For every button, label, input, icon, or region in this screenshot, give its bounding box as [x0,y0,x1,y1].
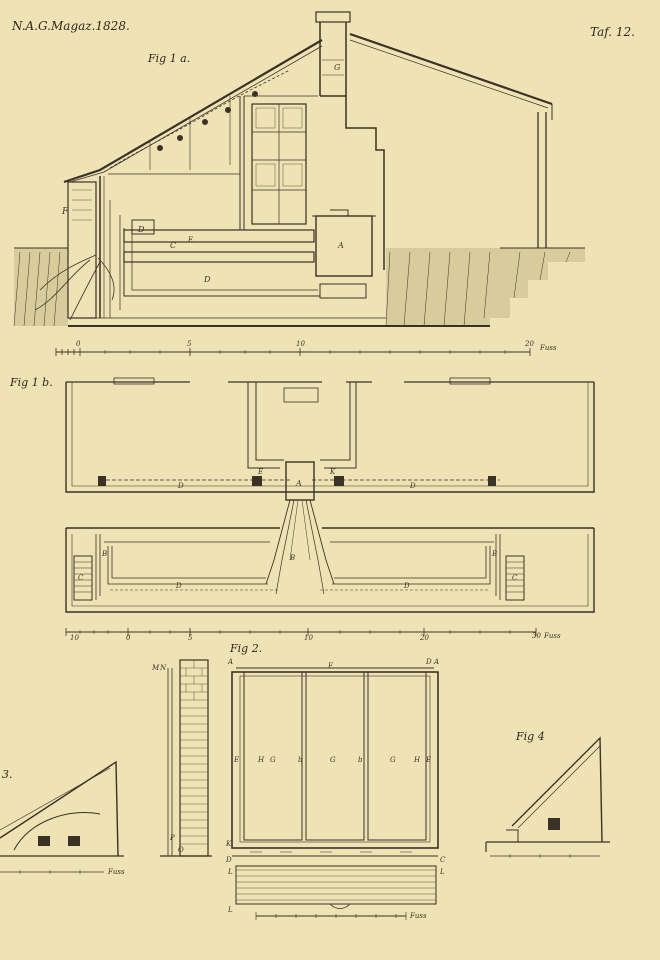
fig1b-label-b3: B [491,550,497,558]
figure-3-title: 3. [2,768,13,781]
scale2-tick-e: 20 [419,634,429,642]
scale-bar-2: 10 0 5 10 20 30 Fuss [65,628,561,642]
figure-4-section: Fig 4 [485,730,610,858]
fig2-label-b1: b [298,756,303,764]
fig2-label-b2: b [358,756,363,764]
scale2-tick-c: 5 [188,634,193,642]
fig2-label-g1: G [270,756,276,764]
fig2-label-p: P [169,834,175,842]
fig1a-label-a: A [337,241,344,250]
fig2-label-h2: H [413,756,421,764]
scale2-tick-f: 30 [532,632,541,640]
scale-bar-1: 0 5 10 20 Fuss [55,340,557,356]
fig1b-label-c2: C [512,574,518,582]
scale3-unit: Fuss [409,912,427,920]
scale1-tick-20: 20 [524,340,534,348]
fig1b-label-b2: B [289,554,295,562]
fig2-label-l3: L [227,906,233,914]
fig1a-label-d2: D [203,275,211,284]
scale2-tick-b: 0 [126,634,131,642]
fig1a-label-c: C [170,241,176,250]
figure-3-section: 3. Fuss [0,760,125,876]
fig2-label-e1: E [233,756,239,764]
fig2-label-a1: A [227,658,233,666]
figure-2-frames: Fig 2. M N A P O F D A E H G b G b G H E… [151,642,446,914]
scale2-tick-d: 10 [304,634,313,642]
fig2-label-d2: D [225,856,232,864]
figure-1a-title: Fig 1 a. [147,52,190,65]
figure-2-title: Fig 2. [229,642,262,655]
fig1a-label-g: G [334,63,341,72]
fig2-label-m: M [151,664,160,672]
journal-title: N.A.G.Magaz.1828. [11,19,130,33]
scale2-unit: Fuss [543,632,561,640]
scale1-unit: Fuss [539,344,557,352]
fig1b-label-d1: D [177,482,184,490]
fig1b-label-e: E [257,468,263,476]
fig1b-label-b1: B [101,550,107,558]
fig2-label-c: C [440,856,446,864]
scale1-tick-0: 0 [76,340,81,348]
fig2-label-g3: G [390,756,396,764]
fig2-label-f: F [327,662,334,670]
fig2-label-l2: L [439,868,445,876]
fig2-label-n: N [159,664,167,672]
figure-1b-plan: Fig 1 b. A E K D D [9,376,595,613]
fig2-label-e2: E [425,756,431,764]
fig1b-label-d4: D [403,582,410,590]
fig1a-label-d1: D [137,225,145,234]
fig1b-label-d3: D [175,582,182,590]
fig2-label-o: O [178,846,184,854]
fig1b-label-k: K [329,468,336,476]
plate-number: Taf. 12. [590,25,635,39]
fig2-label-l1: L [227,868,233,876]
fig2-label-h1: H [257,756,265,764]
fig2-label-d1: D [425,658,432,666]
fig1b-label-a: A [295,479,302,488]
fig1a-label-f: F [61,207,69,217]
fig2-label-a2: A [433,658,439,666]
fig1b-label-d2: D [409,482,416,490]
fig1a-label-e: E [187,236,193,244]
scale-bar-3: Fuss [255,912,427,920]
fig2-label-k: K [225,840,232,848]
figure-4-title: Fig 4 [515,730,545,743]
fig2-label-g2: G [330,756,336,764]
figure-1b-title: Fig 1 b. [9,376,53,389]
fig1b-label-c1: C [78,574,84,582]
scale2-tick-a: 10 [70,634,79,642]
scale1-tick-5: 5 [187,340,192,348]
scale4-unit: Fuss [107,868,125,876]
scale1-tick-10: 10 [296,340,305,348]
figure-1a-section: Fig 1 a. [13,11,585,327]
